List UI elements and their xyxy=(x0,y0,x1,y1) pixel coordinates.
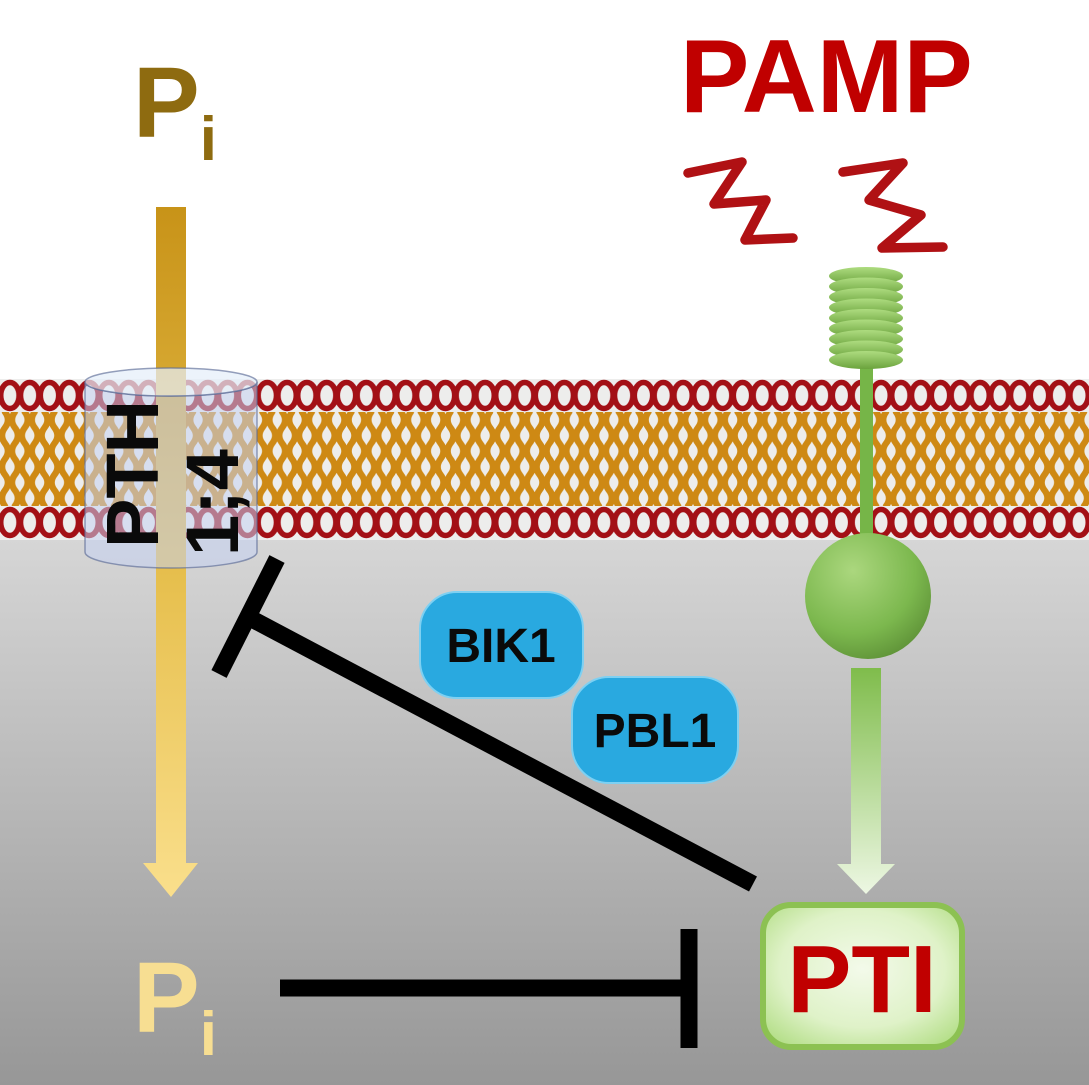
pbl1-box xyxy=(571,676,739,784)
bik1-box xyxy=(419,591,584,699)
inhibition-arrow-pti-to-pth xyxy=(211,555,757,892)
pi-cytoplasm-sub: i xyxy=(200,1000,217,1069)
pbl1-label: PBL1 xyxy=(594,705,717,758)
pi-cytoplasm-main: P xyxy=(133,942,200,1054)
bik1-label: BIK1 xyxy=(446,620,555,673)
pamp-squiggle-left-icon xyxy=(683,157,798,245)
bik1-node: BIK1 xyxy=(419,591,584,699)
pti-node: PTI xyxy=(760,902,965,1050)
receptor-coil-icon xyxy=(829,267,903,369)
transporter-cylinder-top xyxy=(84,367,258,397)
pamp-label: PAMP xyxy=(680,19,973,135)
pth14-transporter: PTH 1;4 xyxy=(84,367,258,569)
transporter-label-line2: 1;4 xyxy=(171,449,254,556)
pti-activation-arrow xyxy=(837,668,895,894)
inhibition-head-diagonal xyxy=(211,555,285,678)
inhibition-shaft-diagonal xyxy=(244,609,757,892)
pi-cytoplasm-label: Pi xyxy=(133,942,217,1069)
pbl1-node: PBL1 xyxy=(571,676,739,784)
pi-extracellular-main: P xyxy=(133,47,200,159)
inhibition-arrow-pi-to-pti xyxy=(280,929,698,1048)
pti-box xyxy=(760,902,965,1050)
transporter-label-line1: PTH xyxy=(91,400,174,548)
pi-extracellular-sub: i xyxy=(200,105,217,174)
pi-extracellular-label: Pi xyxy=(133,47,217,174)
pamp-receptor xyxy=(805,267,931,659)
pamp-squiggle-right-icon xyxy=(838,158,948,253)
receptor-kinase-domain xyxy=(805,533,931,659)
pamp-squiggle-icons xyxy=(683,157,948,253)
pti-label: PTI xyxy=(787,926,936,1033)
